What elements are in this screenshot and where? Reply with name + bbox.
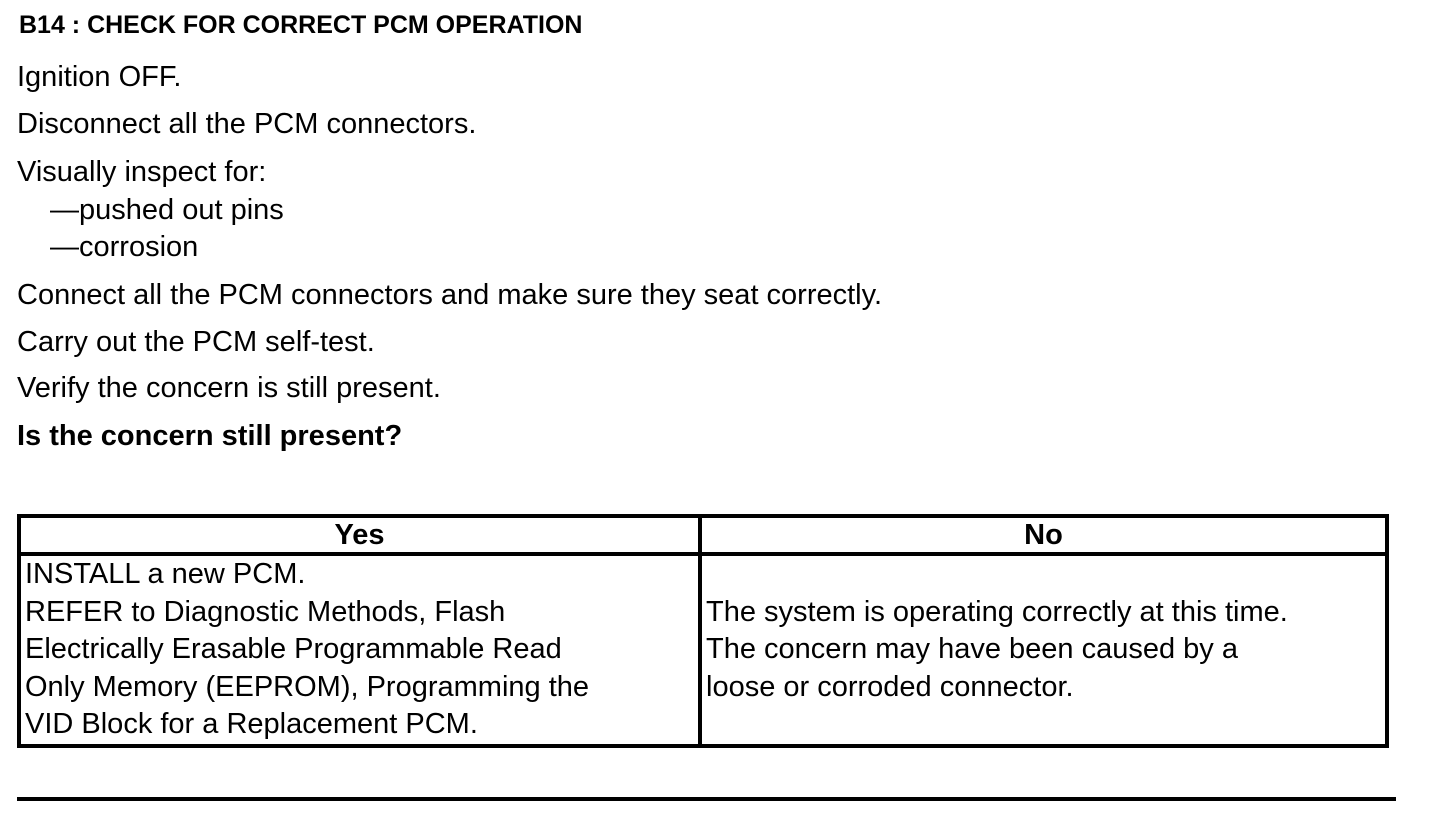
result-table: Yes No INSTALL a new PCM. REFER to Diagn… xyxy=(17,514,1389,748)
no-action-cell: The system is operating correctly at thi… xyxy=(698,552,1389,748)
section-divider xyxy=(17,797,1396,801)
result-table-row: INSTALL a new PCM. REFER to Diagnostic M… xyxy=(17,552,1389,748)
no-action-line: The concern may have been caused by a xyxy=(706,633,1238,665)
no-action-line: loose or corroded connector. xyxy=(706,670,1074,703)
step-connect-connectors: Connect all the PCM connectors and make … xyxy=(17,279,883,311)
no-column-header: No xyxy=(698,514,1389,556)
decision-question: Is the concern still present? xyxy=(17,420,403,452)
step-disconnect-connectors: Disconnect all the PCM connectors. xyxy=(17,108,477,140)
inspect-item-pushed-out-pins: —pushed out pins xyxy=(50,194,284,226)
yes-action-line: Only Memory (EEPROM), Programming the xyxy=(25,670,590,703)
result-table-header-row: Yes No xyxy=(17,514,1389,556)
yes-column-header: Yes xyxy=(17,514,702,556)
yes-action-line: REFER to Diagnostic Methods, Flash xyxy=(25,595,506,628)
no-action-line: The system is operating correctly at thi… xyxy=(706,595,1288,628)
step-visually-inspect: Visually inspect for: xyxy=(17,156,267,188)
procedure-title: B14 : CHECK FOR CORRECT PCM OPERATION xyxy=(19,11,583,39)
yes-action-line: Electrically Erasable Programmable Read xyxy=(25,633,562,665)
yes-action-line: INSTALL a new PCM. xyxy=(25,558,306,590)
inspect-item-corrosion: —corrosion xyxy=(50,231,199,263)
step-self-test: Carry out the PCM self-test. xyxy=(17,326,375,358)
yes-action-line: VID Block for a Replacement PCM. xyxy=(25,708,478,740)
step-ignition-off: Ignition OFF. xyxy=(17,61,182,93)
step-verify-concern: Verify the concern is still present. xyxy=(17,372,441,404)
yes-action-cell: INSTALL a new PCM. REFER to Diagnostic M… xyxy=(17,552,702,748)
